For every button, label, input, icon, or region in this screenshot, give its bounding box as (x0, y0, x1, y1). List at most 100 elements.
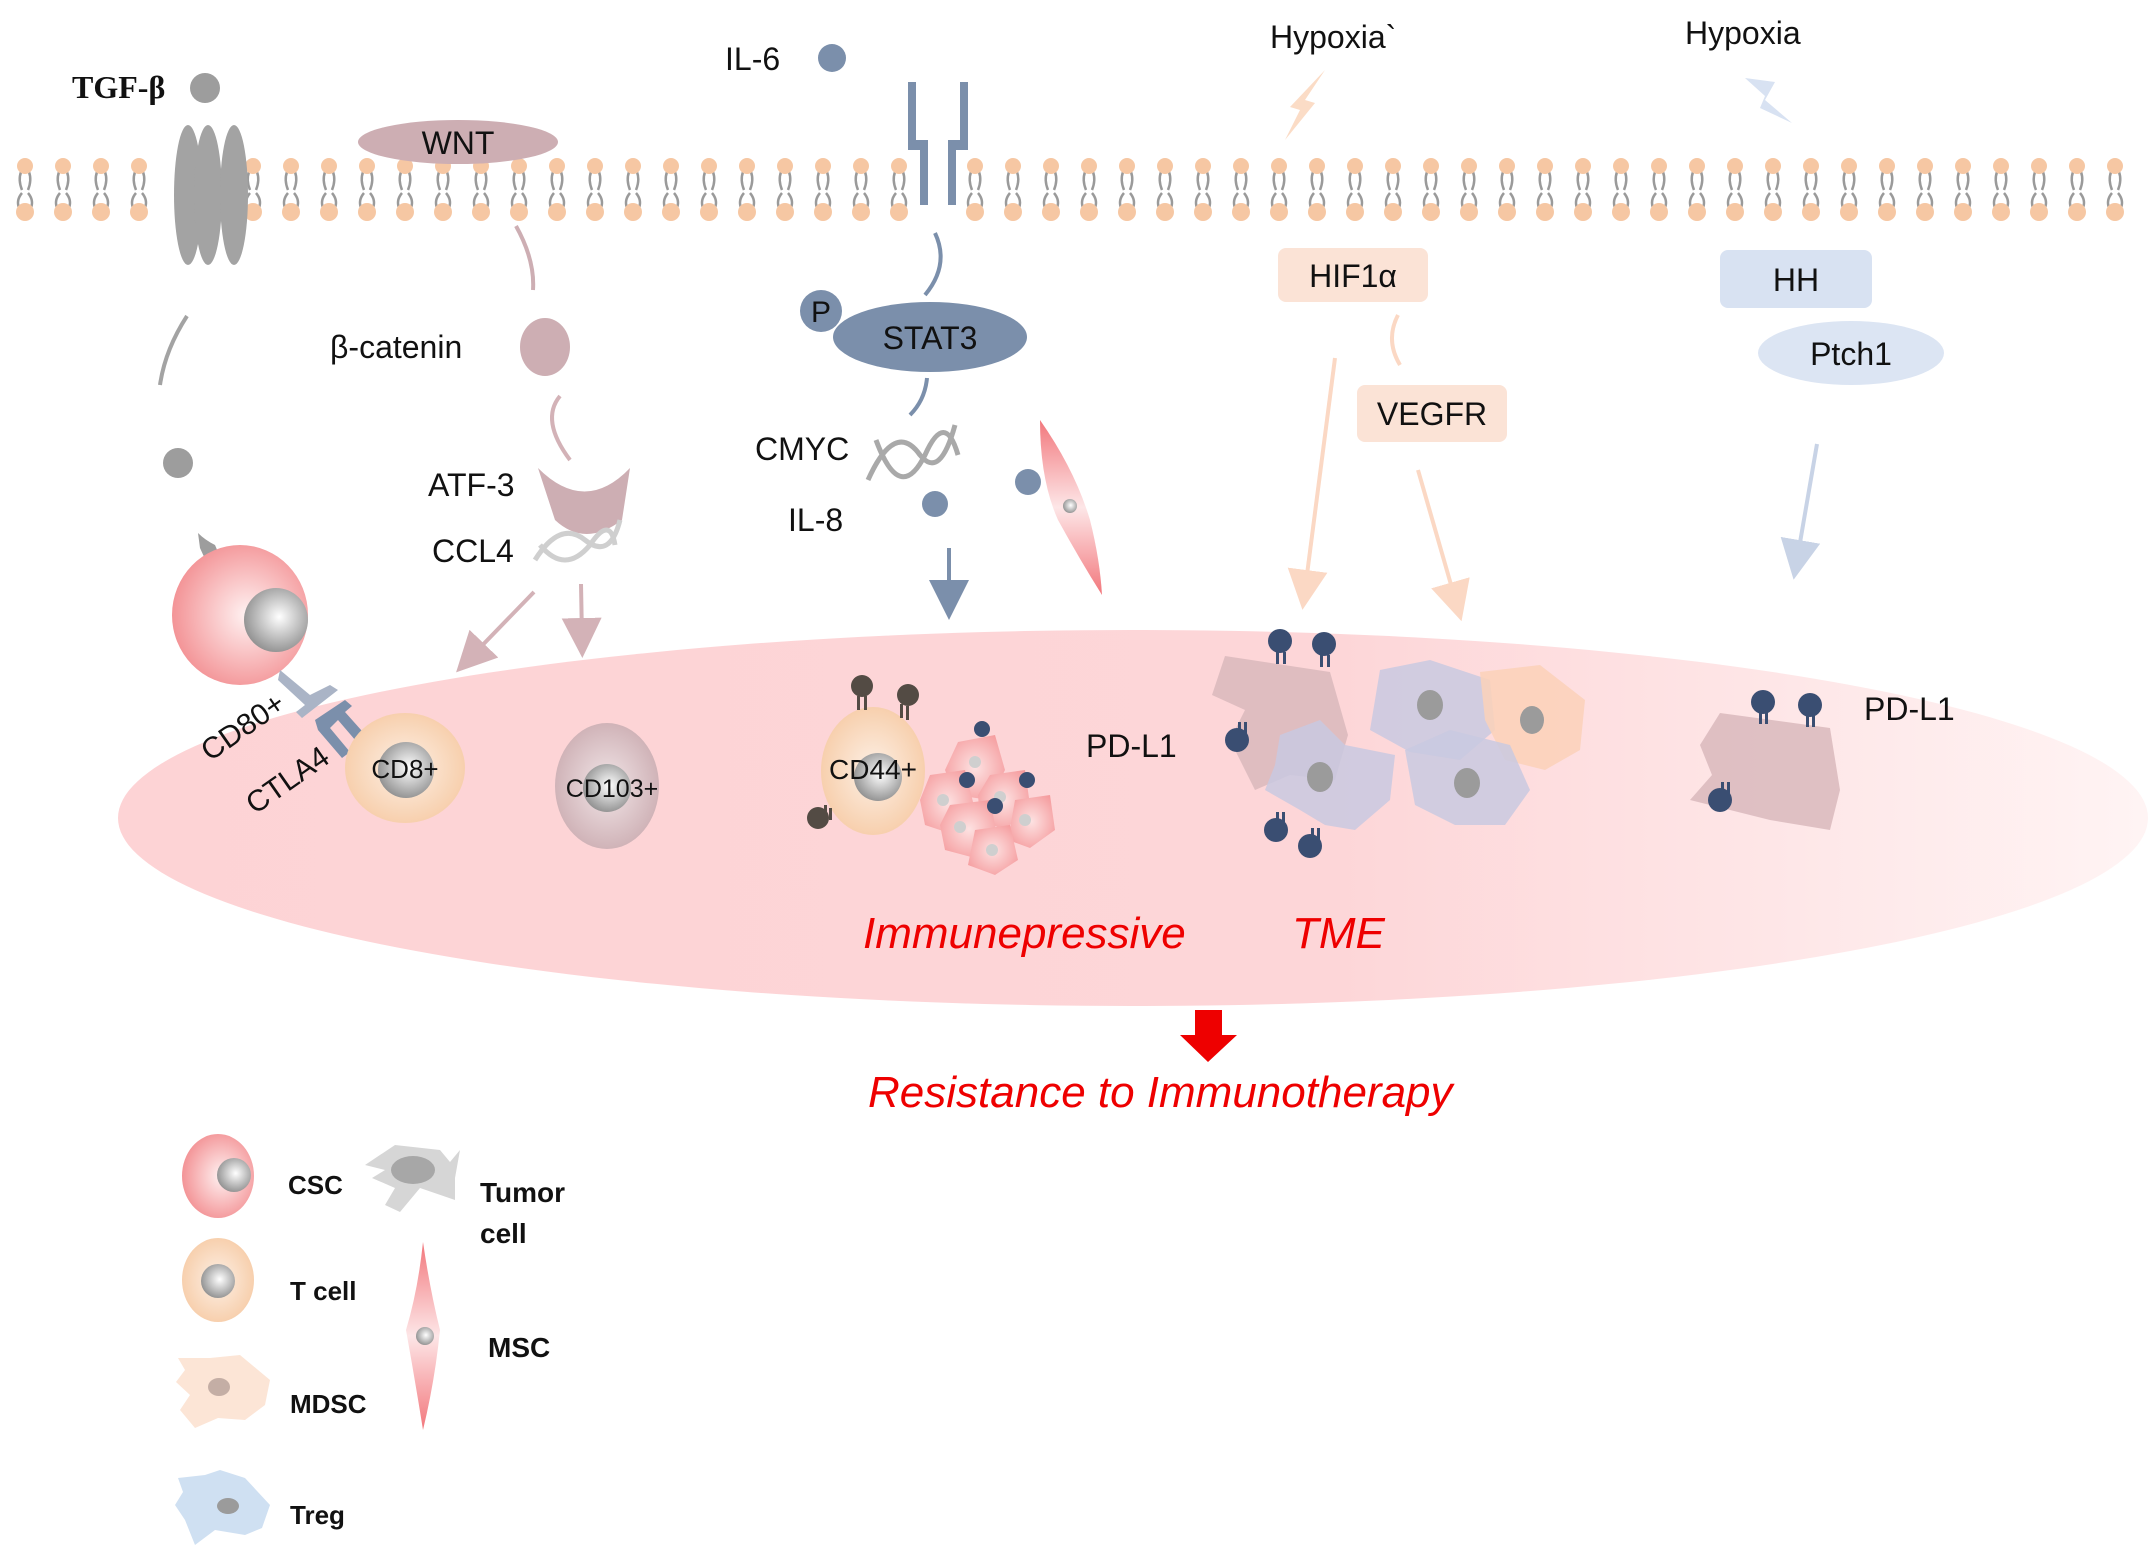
legend-label-treg: Treg (290, 1500, 345, 1530)
phospholipid-icon (738, 158, 756, 221)
dna-helix-icon (865, 424, 961, 482)
phospholipid-icon (1118, 158, 1136, 221)
phospholipid-icon (130, 158, 148, 221)
il8-ligand-icon (922, 491, 948, 517)
phospholipid-icon (1042, 158, 1060, 221)
phospholipid-icon (1460, 158, 1478, 221)
nucleus-icon (244, 588, 308, 652)
phospholipid-icon (548, 158, 566, 221)
connector-icon (158, 314, 189, 386)
hh-box (1720, 250, 1872, 308)
tgf-beta-label: TGF-β (72, 69, 165, 105)
phospholipid-icon (1650, 158, 1668, 221)
wnt-label: WNT (422, 125, 495, 161)
tgf-receptor-icon (194, 125, 222, 265)
il6-receptor-icon (908, 82, 928, 205)
legend-label-t-cell: T cell (290, 1276, 356, 1306)
atf3-transcription-factor-icon (538, 468, 630, 534)
phospholipid-icon (358, 158, 376, 221)
pdl1-right-label: PD-L1 (1864, 691, 1955, 727)
phospholipid-icon (1916, 158, 1934, 221)
nucleus-icon (937, 756, 1031, 856)
nucleus-icon (1454, 768, 1480, 798)
phospholipid-icon (1346, 158, 1364, 221)
il6-receptor-icon (948, 82, 968, 205)
phospholipid-icon (1194, 158, 1212, 221)
tgf-beta-ligand-icon (190, 73, 220, 103)
arrow-icon (1416, 469, 1470, 622)
phospholipid-icon (1954, 158, 1972, 221)
atf3-label: ATF-3 (428, 467, 515, 503)
ccl4-label: CCL4 (432, 533, 514, 569)
phospholipid-icon (1840, 158, 1858, 221)
phospholipid-icon (776, 158, 794, 221)
hif1a-label: HIF1α (1309, 258, 1397, 294)
vegfr-box (1357, 385, 1507, 442)
nucleus-icon (201, 1264, 235, 1298)
cd44-label: CD44+ (829, 754, 917, 785)
wnt-pathway: WNT β-catenin ATF-3 CCL4 (330, 120, 630, 673)
phospholipid-icon (2068, 158, 2086, 221)
phospholipid-icon (1878, 158, 1896, 221)
phospholipid-icon (320, 158, 338, 221)
phospholipid-icon (814, 158, 832, 221)
cmyc-label: CMYC (755, 431, 849, 467)
connector-icon (514, 225, 536, 291)
phospholipid-icon (1308, 158, 1326, 221)
ptch1-ellipse (1758, 321, 1944, 385)
phospholipid-icon (1612, 158, 1630, 221)
phospholipid-icon (1384, 158, 1402, 221)
nucleus-icon (217, 1158, 251, 1192)
phospholipid-icon (1764, 158, 1782, 221)
phospholipid-icon (966, 158, 984, 221)
phospholipid-icon (662, 158, 680, 221)
hypoxia-hif1a-pathway: Hypoxia` HIF1α VEGFR (1270, 19, 1507, 622)
cd80-ligand-icon (278, 670, 338, 718)
cd44-tumor-cluster: CD44+ PD-L1 (807, 675, 1177, 875)
connector-icon (550, 394, 572, 462)
nucleus-icon (217, 1498, 239, 1514)
pdl1-center-label: PD-L1 (1086, 728, 1177, 764)
tme-title-part2: TME (1292, 909, 1386, 958)
legend-label-msc: MSC (488, 1332, 550, 1363)
tme-title-part1: Immunepressive (863, 909, 1186, 958)
il6-stat3-pathway: IL-6 P STAT3 CMYC IL-8 (725, 41, 1102, 620)
phospholipid-icon (54, 158, 72, 221)
dna-helix-icon (532, 519, 623, 563)
lightning-icon (1745, 78, 1792, 123)
tme-region (118, 630, 2148, 1006)
pdl1-molecule-icons (959, 721, 1035, 814)
arrow-icon (456, 590, 536, 673)
phospholipid-icon (434, 158, 452, 221)
legend: CSC T cell MDSC Treg Tumor cell MSC (175, 1134, 565, 1545)
ctla4-receptor-icon (315, 700, 370, 758)
vegfr-label: VEGFR (1377, 396, 1487, 432)
phosphate-label: P (811, 296, 831, 329)
phospholipid-icon (586, 158, 604, 221)
phospholipid-icon (1270, 158, 1288, 221)
phospholipid-icon (700, 158, 718, 221)
cd103-label: CD103+ (566, 775, 658, 803)
immunosuppressive-cell-cluster (1212, 629, 1585, 858)
phospholipid-icon (2030, 158, 2048, 221)
nucleus-icon (1520, 706, 1544, 734)
stat3-label: STAT3 (883, 320, 978, 356)
phospholipid-icon (852, 158, 870, 221)
nucleus-icon (391, 1156, 435, 1184)
legend-label-tumor-line1: Tumor (480, 1177, 565, 1208)
nucleus-icon (416, 1327, 434, 1345)
il8-ligand-icon (1015, 469, 1041, 495)
arrow-icon (1780, 443, 1821, 580)
cell-membrane (16, 158, 2124, 221)
nucleus-icon (378, 742, 434, 798)
outcome-text: Resistance to Immunotherapy (868, 1068, 1456, 1117)
phospholipid-icon (1536, 158, 1554, 221)
hh-label: HH (1773, 262, 1819, 298)
wnt-ellipse-icon (358, 120, 558, 164)
phospholipid-icon (890, 158, 908, 221)
il6-ligand-icon (818, 44, 846, 72)
phospholipid-icon (396, 158, 414, 221)
phospholipid-icon (1232, 158, 1250, 221)
cd44-receptor-icons (807, 675, 919, 829)
